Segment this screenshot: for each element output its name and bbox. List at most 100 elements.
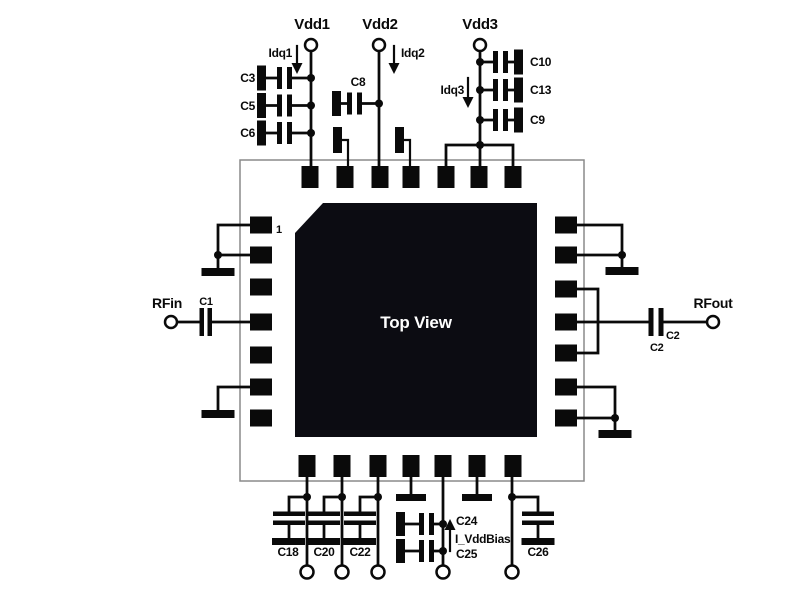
bottom-terminal-2 (334, 564, 350, 580)
arrow-head-down-icon (462, 97, 474, 108)
junction-dot (307, 74, 315, 82)
cap-plate (429, 540, 434, 562)
ground-bar-icon (272, 538, 305, 545)
cap-plate (199, 308, 204, 336)
cap-plate (419, 513, 424, 535)
pad-right-3 (555, 280, 577, 298)
cap-plate (347, 92, 352, 115)
ground-bar-icon (201, 410, 235, 418)
junction-dot (307, 129, 315, 137)
c2-label-alt: C2 (650, 342, 664, 354)
ground-plate (396, 539, 405, 563)
wire (322, 495, 344, 513)
ground-bar-icon (343, 538, 376, 545)
c9-capacitor: C9 (476, 107, 546, 133)
c20-label: C20 (313, 545, 335, 559)
wire (402, 138, 412, 169)
cap-plate (493, 109, 498, 131)
ground-bar-icon (605, 267, 639, 275)
vdd2-terminal (371, 37, 387, 53)
arrow-head-down-icon (291, 63, 303, 74)
idq2-current-arrow (388, 44, 400, 74)
c10-label: C10 (530, 55, 552, 69)
pad-bottom-4 (402, 455, 420, 477)
ground-bottom-6 (462, 475, 492, 501)
bottom-terminal-3 (370, 564, 386, 580)
ground-left-top (201, 223, 252, 276)
c6-label: C6 (240, 126, 255, 140)
idq1-current-arrow (291, 44, 303, 74)
ground-right-top (575, 223, 639, 275)
cap-plate (344, 520, 376, 525)
c22-network: C22 (343, 475, 386, 580)
pad-left-6 (250, 378, 272, 396)
cap-plate (522, 520, 554, 525)
cap-plate (287, 94, 292, 117)
wire (287, 495, 309, 513)
junction-dot (439, 547, 447, 555)
stub-pad2 (333, 127, 350, 169)
pad-right-5 (555, 344, 577, 362)
bottom-terminal-1 (299, 564, 315, 580)
c2-label: C2 (666, 330, 680, 342)
cap-plate (503, 51, 508, 73)
ground-plate (514, 77, 523, 103)
wire (575, 385, 617, 432)
vdd3-terminal (472, 37, 488, 53)
pad-right-2 (555, 246, 577, 264)
pin1-marker: 1 (276, 224, 282, 236)
cap-plate (308, 520, 340, 525)
cap-plate (277, 94, 282, 117)
arrow-head-up-icon (444, 519, 456, 530)
pad-top-1 (301, 166, 319, 188)
rfout-label: RFout (694, 295, 734, 311)
junction-dot (214, 251, 222, 259)
pad-left-7 (250, 409, 272, 427)
cap-plate (357, 92, 362, 115)
ground-bottom-4 (396, 475, 426, 501)
c1-capacitor: C1 (199, 296, 213, 336)
cap-plate (503, 109, 508, 131)
c3-capacitor: C3 (240, 65, 315, 91)
c1-label: C1 (199, 296, 213, 308)
c18-label: C18 (277, 545, 299, 559)
cap-plate (648, 308, 654, 336)
pad-right-6 (555, 378, 577, 396)
junction-dot (375, 99, 383, 108)
wire (340, 138, 350, 169)
wire (216, 385, 252, 412)
ground-plate (514, 49, 523, 75)
cap-plate (308, 511, 340, 516)
pads-top (301, 166, 522, 188)
ground-bar-icon (307, 538, 340, 545)
c10-capacitor: C10 (476, 49, 552, 75)
cap-plate (658, 308, 664, 336)
pad-bottom-6 (468, 455, 486, 477)
ground-plate (257, 65, 266, 91)
c9-label: C9 (530, 113, 545, 127)
pad-bottom-1 (298, 455, 316, 477)
pads-left (250, 216, 272, 427)
vdd1-terminal (303, 37, 319, 53)
cap-plate (429, 513, 434, 535)
die-body (295, 203, 537, 437)
c24-capacitor (396, 512, 447, 536)
cap-plate (493, 51, 498, 73)
ground-left-bottom (201, 385, 252, 418)
c2-capacitor: C2 C2 (648, 308, 680, 354)
pad-top-3 (371, 166, 389, 188)
cap-plate (287, 122, 292, 144)
rfin-terminal (163, 314, 179, 330)
bottom-terminal-5 (504, 564, 520, 580)
junction-dot (439, 520, 447, 528)
ground-plate (396, 512, 405, 536)
vdd2-label: Vdd2 (362, 16, 397, 33)
pad-top-2 (336, 166, 354, 188)
pad-bottom-3 (369, 455, 387, 477)
c13-label: C13 (530, 83, 552, 97)
pad-left-3 (250, 278, 272, 296)
vdd2-network: Vdd2 Idq2 C8 (332, 16, 425, 169)
stub-plate (333, 127, 342, 153)
